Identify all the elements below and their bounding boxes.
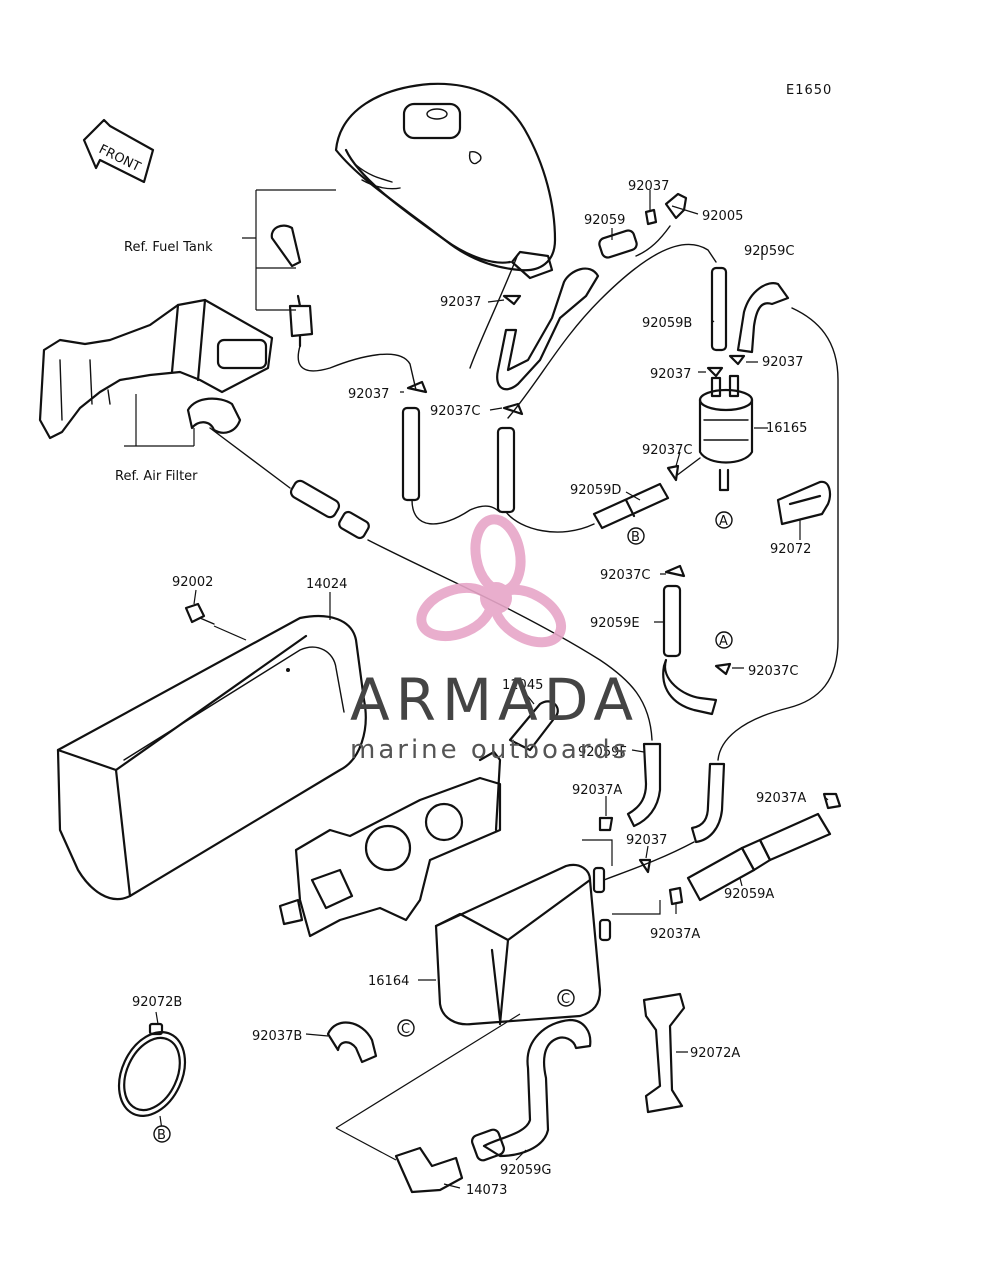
tank-breather-hose-shape <box>270 224 302 268</box>
clamp-92037C-a-icon <box>664 564 686 578</box>
label-92037-left: 92037 <box>348 387 389 402</box>
ref-air-filter-label: Ref. Air Filter <box>115 469 198 484</box>
ref-fuel-tank-label: Ref. Fuel Tank <box>124 240 213 255</box>
canister-cover-14024-shape <box>56 614 367 901</box>
clamp-92037-top-icon <box>644 208 658 226</box>
label-92059D: 92059D <box>570 483 621 498</box>
label-92002: 92002 <box>172 575 213 590</box>
svg-text:C: C <box>401 1022 410 1037</box>
fitting-14073-shape <box>394 1146 464 1194</box>
label-92059A: 92059A <box>724 887 774 902</box>
hose-92059E-shape <box>662 584 682 658</box>
hose-92059-shape <box>598 229 638 259</box>
label-92059C: 92059C <box>744 244 794 259</box>
label-92059F: 92059F <box>578 745 627 760</box>
label-92037-low: 92037 <box>626 833 667 848</box>
canister-16164-shape <box>434 863 612 1026</box>
label-92037A-low: 92037A <box>650 927 700 942</box>
label-92037C-r: 92037C <box>748 664 798 679</box>
tank-hose-shape <box>496 267 600 391</box>
clamp-92037C-filter-icon <box>666 464 680 482</box>
clamp-92037A-right-icon <box>822 792 842 810</box>
clip-11045-shape <box>508 700 559 752</box>
clamp-92037-low-icon <box>638 858 652 874</box>
air-filter-hose-shape <box>186 397 242 434</box>
air-filter-tube-shape <box>289 479 370 540</box>
label-92037A-left: 92037A <box>572 783 622 798</box>
label-11045: 11045 <box>502 678 543 693</box>
clip-92072-shape <box>776 480 831 526</box>
hose-92059A-shape <box>686 812 832 902</box>
bolt-92002-icon <box>184 602 215 625</box>
marker-b-hose: B <box>627 527 645 545</box>
label-92059G: 92059G <box>500 1163 551 1178</box>
watermark-subtitle: marine outboards <box>350 735 629 765</box>
hose-92059F-shape <box>626 742 662 828</box>
label-92037-top: 92037 <box>628 179 669 194</box>
label-92037-r1: 92037 <box>650 367 691 382</box>
clamp-92037-r1-icon <box>706 366 724 378</box>
label-92037C-a: 92037C <box>600 568 650 583</box>
svg-text:B: B <box>631 530 640 545</box>
marker-c-hose: C <box>557 989 575 1007</box>
hose-92059C-shape <box>736 282 790 354</box>
strap-92072A-shape <box>642 992 686 1114</box>
hose-92059D-shape <box>592 482 670 530</box>
fuel-filter-16165-shape <box>698 374 754 492</box>
label-16164: 16164 <box>368 974 409 989</box>
fuel-tank-shape <box>334 82 557 280</box>
label-92037A-right: 92037A <box>756 791 806 806</box>
clamp-92037A-left-icon <box>598 816 614 832</box>
label-92059E: 92059E <box>590 616 640 631</box>
label-92037B: 92037B <box>252 1029 302 1044</box>
band-92072B-shape <box>117 1022 187 1117</box>
label-92059B: 92059B <box>642 316 692 331</box>
label-14073: 14073 <box>466 1183 507 1198</box>
label-92072A: 92072A <box>690 1046 740 1061</box>
label-14024: 14024 <box>306 577 347 592</box>
label-92037C-filter: 92037C <box>642 443 692 458</box>
clamp-92037-left-icon <box>406 380 428 394</box>
label-92072: 92072 <box>770 542 811 557</box>
marker-c-clamp: C <box>397 1019 415 1037</box>
hose-tube-left <box>401 406 421 502</box>
diagram-code: E1650 <box>786 83 832 98</box>
label-92005: 92005 <box>702 209 743 224</box>
watermark-logo-icon <box>416 514 567 648</box>
clamp-92037C-mid-icon <box>502 402 524 416</box>
front-arrow-icon: FRONT <box>82 118 155 184</box>
inline-filter-shape <box>288 294 314 348</box>
hose-92059G-shape <box>482 1018 592 1158</box>
hose-tube-mid <box>496 426 516 514</box>
clamp-92037A-low-icon <box>668 886 684 906</box>
hose-92059B-shape <box>710 266 728 352</box>
label-92037-r2: 92037 <box>762 355 803 370</box>
label-92072B: 92072B <box>132 995 182 1010</box>
fitting-92005-icon <box>664 192 688 220</box>
label-16165: 16165 <box>766 421 807 436</box>
air-filter-box-shape <box>38 298 274 440</box>
svg-text:A: A <box>719 634 728 649</box>
label-92059-top: 92059 <box>584 213 625 228</box>
label-92037C-mid: 92037C <box>430 404 480 419</box>
mounting-bracket-shape <box>278 750 502 938</box>
clamp-92037-tank-icon <box>502 294 522 306</box>
marker-b-band: B <box>153 1125 171 1143</box>
clamp-92037C-r-icon <box>714 662 732 676</box>
svg-text:A: A <box>719 514 728 529</box>
marker-a-filter: A <box>715 511 733 529</box>
marker-a-right: A <box>715 631 733 649</box>
clamp-92037B-shape <box>326 1021 378 1064</box>
hose-vent-shape <box>690 762 726 844</box>
label-92037-tank: 92037 <box>440 295 481 310</box>
svg-text:C: C <box>561 992 570 1007</box>
clamp-92037-r2-icon <box>728 354 746 366</box>
watermark-title: ARMADA <box>350 666 639 734</box>
svg-text:B: B <box>157 1128 166 1143</box>
